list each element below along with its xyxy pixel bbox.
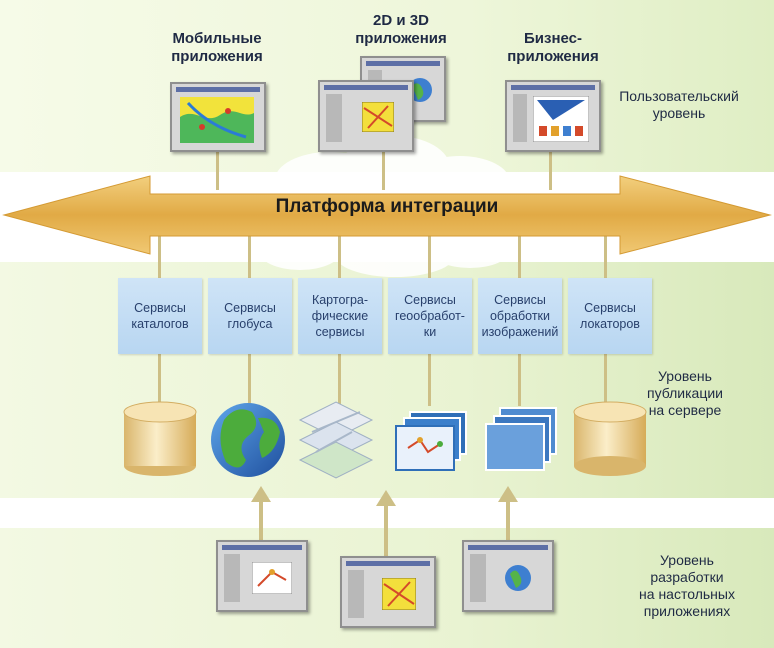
service-locators-label: Сервисы локаторов <box>580 301 640 331</box>
apps-2d3d-label: 2D и 3D приложения <box>355 12 447 47</box>
sidebar-panel <box>513 94 527 142</box>
title-bar <box>346 561 430 566</box>
desktop-app-window-1 <box>216 540 308 612</box>
imagery-icon <box>485 407 557 471</box>
service-globe-label: Сервисы глобуса <box>224 301 276 331</box>
platform-label: Платформа интеграции <box>275 196 499 217</box>
title-bar <box>511 85 595 90</box>
sidebar-panel <box>326 94 342 142</box>
service-geoprocessing: Сервисы геообработ- ки <box>388 278 472 354</box>
connector-2d3d <box>382 150 385 190</box>
desktop-app-window-2 <box>340 556 436 628</box>
database-icon <box>573 401 647 476</box>
service-catalogs: Сервисы каталогов <box>118 278 202 354</box>
globe-icon <box>408 78 432 102</box>
business-app-window <box>505 80 601 152</box>
globe-icon <box>505 565 531 591</box>
title-bar <box>222 545 302 550</box>
service-map: Картогра- фические сервисы <box>298 278 382 354</box>
globe-icon <box>211 403 285 477</box>
map-icon <box>180 97 254 143</box>
desktop-app-window-3 <box>462 540 554 612</box>
app-2d-window-front <box>318 80 414 152</box>
workflow-icon <box>252 562 292 594</box>
chart-icon <box>533 96 589 142</box>
sidebar-panel <box>224 554 240 602</box>
service-globe: Сервисы глобуса <box>208 278 292 354</box>
service-locators: Сервисы локаторов <box>568 278 652 354</box>
desktop-level-label: Уровень разработки на настольных приложе… <box>639 552 735 619</box>
mobile-app-window <box>170 82 266 152</box>
title-bar <box>468 545 548 550</box>
user-level-label: Пользовательский уровень <box>619 88 739 121</box>
geoprocessing-icon <box>395 411 467 471</box>
map-icon <box>382 578 416 610</box>
server-level-label: Уровень публикации на сервере <box>647 368 723 418</box>
database-icon <box>123 401 197 476</box>
sidebar-panel <box>348 570 364 618</box>
service-map-label: Картогра- фические сервисы <box>311 293 369 339</box>
connector-mobile <box>216 150 219 190</box>
title-bar <box>324 85 408 90</box>
map-icon <box>362 102 394 132</box>
service-imagery-label: Сервисы обработки изображений <box>481 293 559 339</box>
business-apps-label: Бизнес- приложения <box>507 30 599 65</box>
service-geoprocessing-label: Сервисы геообработ- ки <box>395 293 465 339</box>
service-imagery: Сервисы обработки изображений <box>478 278 562 354</box>
title-bar <box>176 87 260 92</box>
mobile-apps-label: Мобильные приложения <box>171 30 263 65</box>
map-layers-icon <box>298 401 374 479</box>
title-bar <box>366 61 440 66</box>
service-catalogs-label: Сервисы каталогов <box>131 301 189 331</box>
connector-business <box>549 150 552 190</box>
sidebar-panel <box>470 554 486 602</box>
